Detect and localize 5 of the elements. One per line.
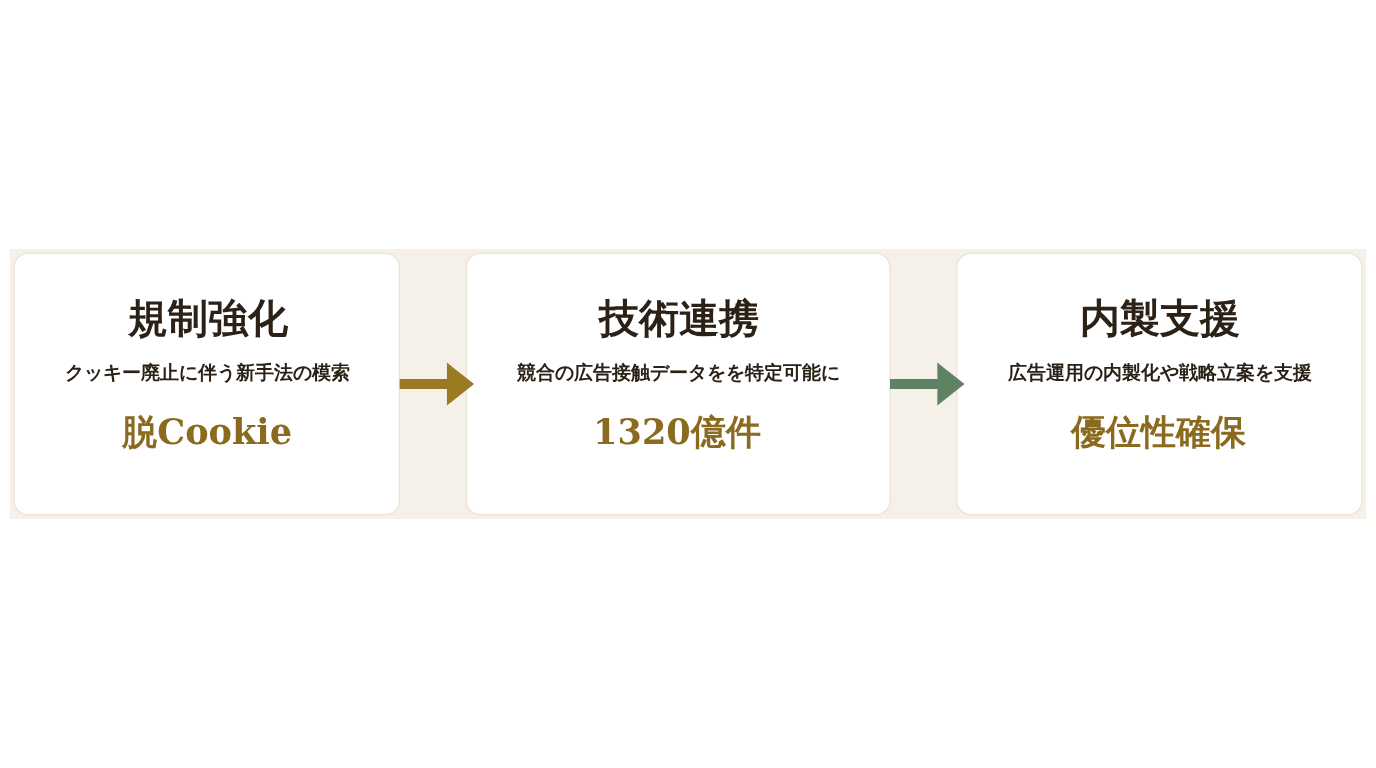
arrow xyxy=(890,362,965,406)
node-box: 技術連携 競合の広告接触データをを特定可能に 1320億件 xyxy=(465,252,891,516)
node-box: 規制強化 クッキー廃止に伴う新手法の模索 脱Cookie xyxy=(13,252,400,516)
node-box: 内製支援 広告運用の内製化や戦略立案を支援 優位性確保 xyxy=(956,252,1363,516)
arrow xyxy=(399,362,475,406)
